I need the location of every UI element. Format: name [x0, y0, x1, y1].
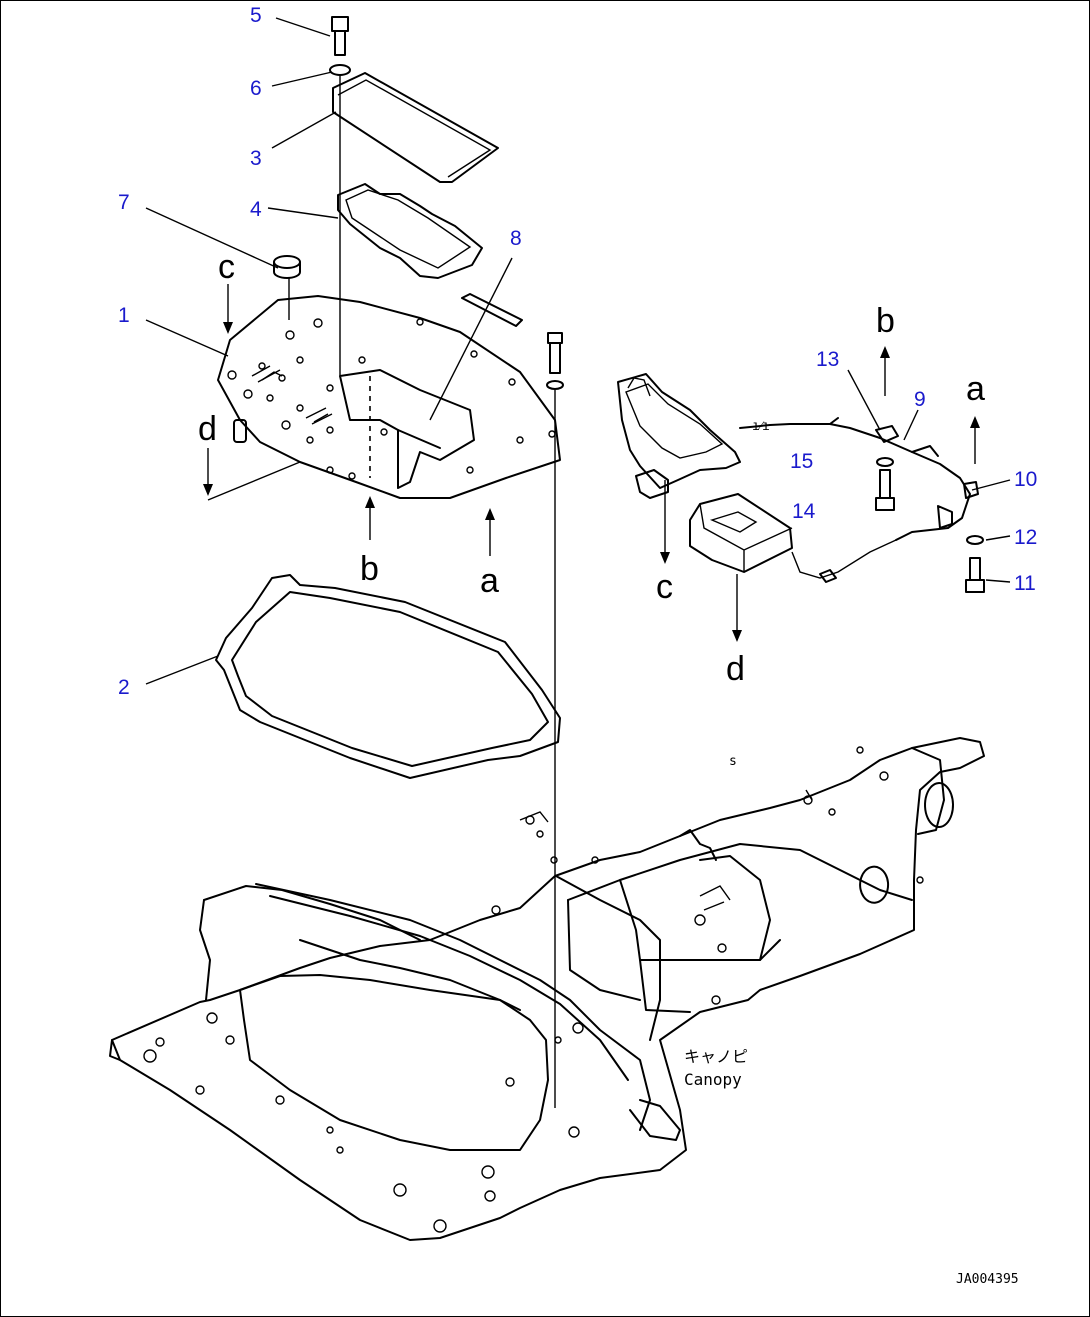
part-9-harness: ı⁄ı: [739, 417, 979, 583]
canopy-frame: s: [109, 737, 985, 1241]
part-15-washer: [876, 457, 894, 467]
part-7-cap: [273, 255, 301, 320]
callout-3: 3: [250, 147, 262, 170]
callout-2: 2: [118, 676, 130, 699]
frame-axis-bolt: [546, 332, 564, 1108]
part-3-cover-plate: [332, 72, 499, 183]
callout-9: 9: [914, 388, 926, 411]
view-letter-d-left: d: [198, 410, 217, 448]
view-arrows: [203, 284, 980, 642]
callout-5: 5: [250, 4, 262, 27]
view-letter-c-left: c: [218, 248, 235, 286]
part-6-washer: [329, 64, 351, 76]
callout-14: 14: [792, 500, 816, 523]
view-letter-c-right: c: [656, 568, 673, 606]
canopy-label-english: Canopy: [684, 1070, 742, 1089]
callout-6: 6: [250, 77, 262, 100]
controller-bracket: [617, 373, 741, 510]
callout-7: 7: [118, 191, 130, 214]
view-letter-d-right: d: [726, 650, 745, 688]
view-letter-a-right: a: [966, 370, 985, 408]
drawing-code: JA004395: [956, 1272, 1019, 1287]
callout-labels: 5 6 3 7 4 8 1 2 13 9 10 15 14 12 11: [118, 4, 1037, 699]
callout-11: 11: [1014, 572, 1036, 595]
callout-8: 8: [510, 227, 522, 250]
part-4-gasket: [337, 183, 483, 279]
part-12-washer: [966, 535, 984, 545]
part-2-base-gasket: [215, 574, 561, 779]
svg-text:s: s: [729, 754, 737, 769]
part-1-floor-plate: [217, 295, 561, 499]
callout-1: 1: [118, 304, 130, 327]
view-letters: c d b a b a c d: [198, 248, 985, 688]
svg-text:ı⁄ı: ı⁄ı: [752, 419, 770, 434]
leader-lines: [145, 17, 1011, 685]
callout-13: 13: [816, 348, 839, 371]
part-5-bolt: [331, 16, 349, 56]
part-8-strip: [461, 293, 523, 327]
callout-12: 12: [1014, 526, 1037, 549]
canopy-label-japanese: キャノピ: [684, 1047, 748, 1066]
controller-unit: [689, 493, 793, 573]
callout-4: 4: [250, 198, 262, 221]
callout-15: 15: [790, 450, 813, 473]
view-letter-b-right: b: [876, 302, 895, 340]
part-14-bolt: [875, 469, 895, 511]
view-letter-b-left: b: [360, 550, 379, 588]
part-11-bolt: [965, 557, 985, 593]
callout-10: 10: [1014, 468, 1037, 491]
view-letter-a-left: a: [480, 562, 499, 600]
